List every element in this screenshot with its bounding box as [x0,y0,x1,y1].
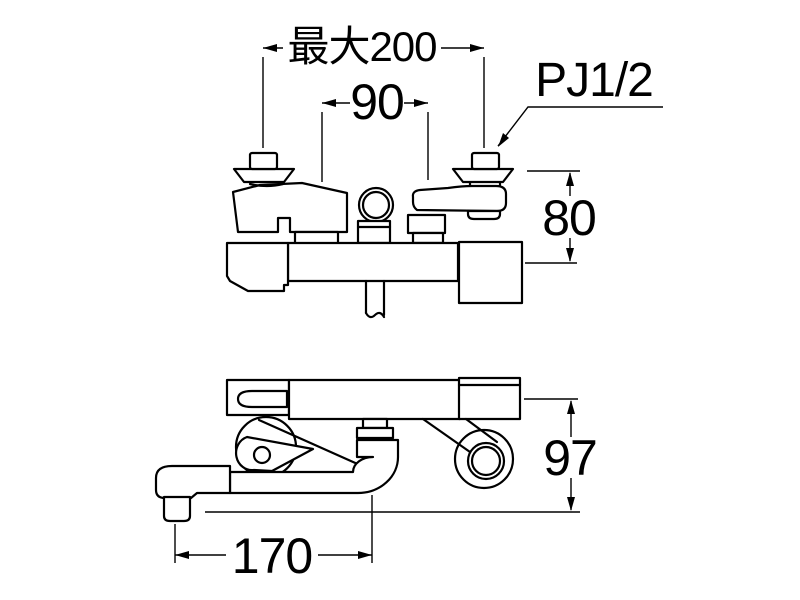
right-inlet-pedestal [406,213,447,235]
flange-rim-left [248,182,285,188]
handle-slot [236,389,289,409]
hex-nut-left [248,151,279,171]
plan-view: 97 170 [154,376,598,584]
leg-edge-right [464,417,499,444]
arrowhead-left [322,99,336,107]
brace-edge-line [257,418,373,472]
dimension-97: 97 [205,398,598,513]
leader-line [497,106,663,147]
center-parts-front [356,186,447,245]
arrowhead-up [567,400,575,414]
body-bar-plan [287,378,462,421]
leg-edge-left [421,417,472,454]
spout-pedestal-lower [355,426,395,440]
pipe-break-line [364,311,386,319]
dimension-max200: 最大200 [262,23,485,148]
left-leg-front [231,151,349,246]
dimension-170: 170 [174,495,373,584]
arrowhead-leader [498,133,509,147]
body-bar [286,241,460,283]
front-view: 最大200 90 PJ1/2 80 [225,23,663,319]
spout-outlet [162,495,192,523]
spout-pedestal-upper [361,417,389,430]
spout-head [154,464,232,500]
spout-plan [154,417,400,523]
dimension-label-97: 97 [543,430,597,486]
right-leg-plan [421,417,515,490]
dimension-80: 80 [525,170,597,264]
spout-elbow-pipe [228,438,400,495]
right-leg-front [411,151,515,221]
dimension-label-80: 80 [542,190,596,246]
arrowhead-down [567,497,575,511]
right-end-cap [457,240,524,305]
arrowhead-up [566,172,574,186]
wall-flange-right [451,167,515,184]
screw-hole [252,445,272,465]
right-inlet-pedestal-lower [411,231,445,245]
temperature-handle-block [231,181,349,234]
arm-lip [466,209,502,221]
arrowhead-down [566,248,574,262]
arrowhead-right [358,551,372,559]
pipe-socket-inner [470,445,502,477]
valve-body-plan [225,376,522,421]
arrowhead-right [414,99,428,107]
hanger-ring-inner [361,190,391,220]
dimension-label-90: 90 [350,74,404,130]
callout-thread: PJ1/2 [497,54,663,147]
left-leg-plan [234,415,373,479]
wall-flange-left [232,167,296,184]
dimension-label-170: 170 [232,528,312,584]
ring-pedestal [356,219,392,245]
thread-label: PJ1/2 [535,54,653,107]
valve-body-front [225,240,524,319]
dimension-label-max200: 最大200 [287,23,436,70]
arrowhead-left [175,551,189,559]
arrowhead-left [263,44,277,52]
arrowhead-right [470,44,484,52]
eccentric-arm [411,184,508,213]
leg-base-left [235,435,315,473]
hex-nut-right [470,151,501,171]
left-end-cap [225,241,290,293]
dimension-90: 90 [321,74,429,182]
